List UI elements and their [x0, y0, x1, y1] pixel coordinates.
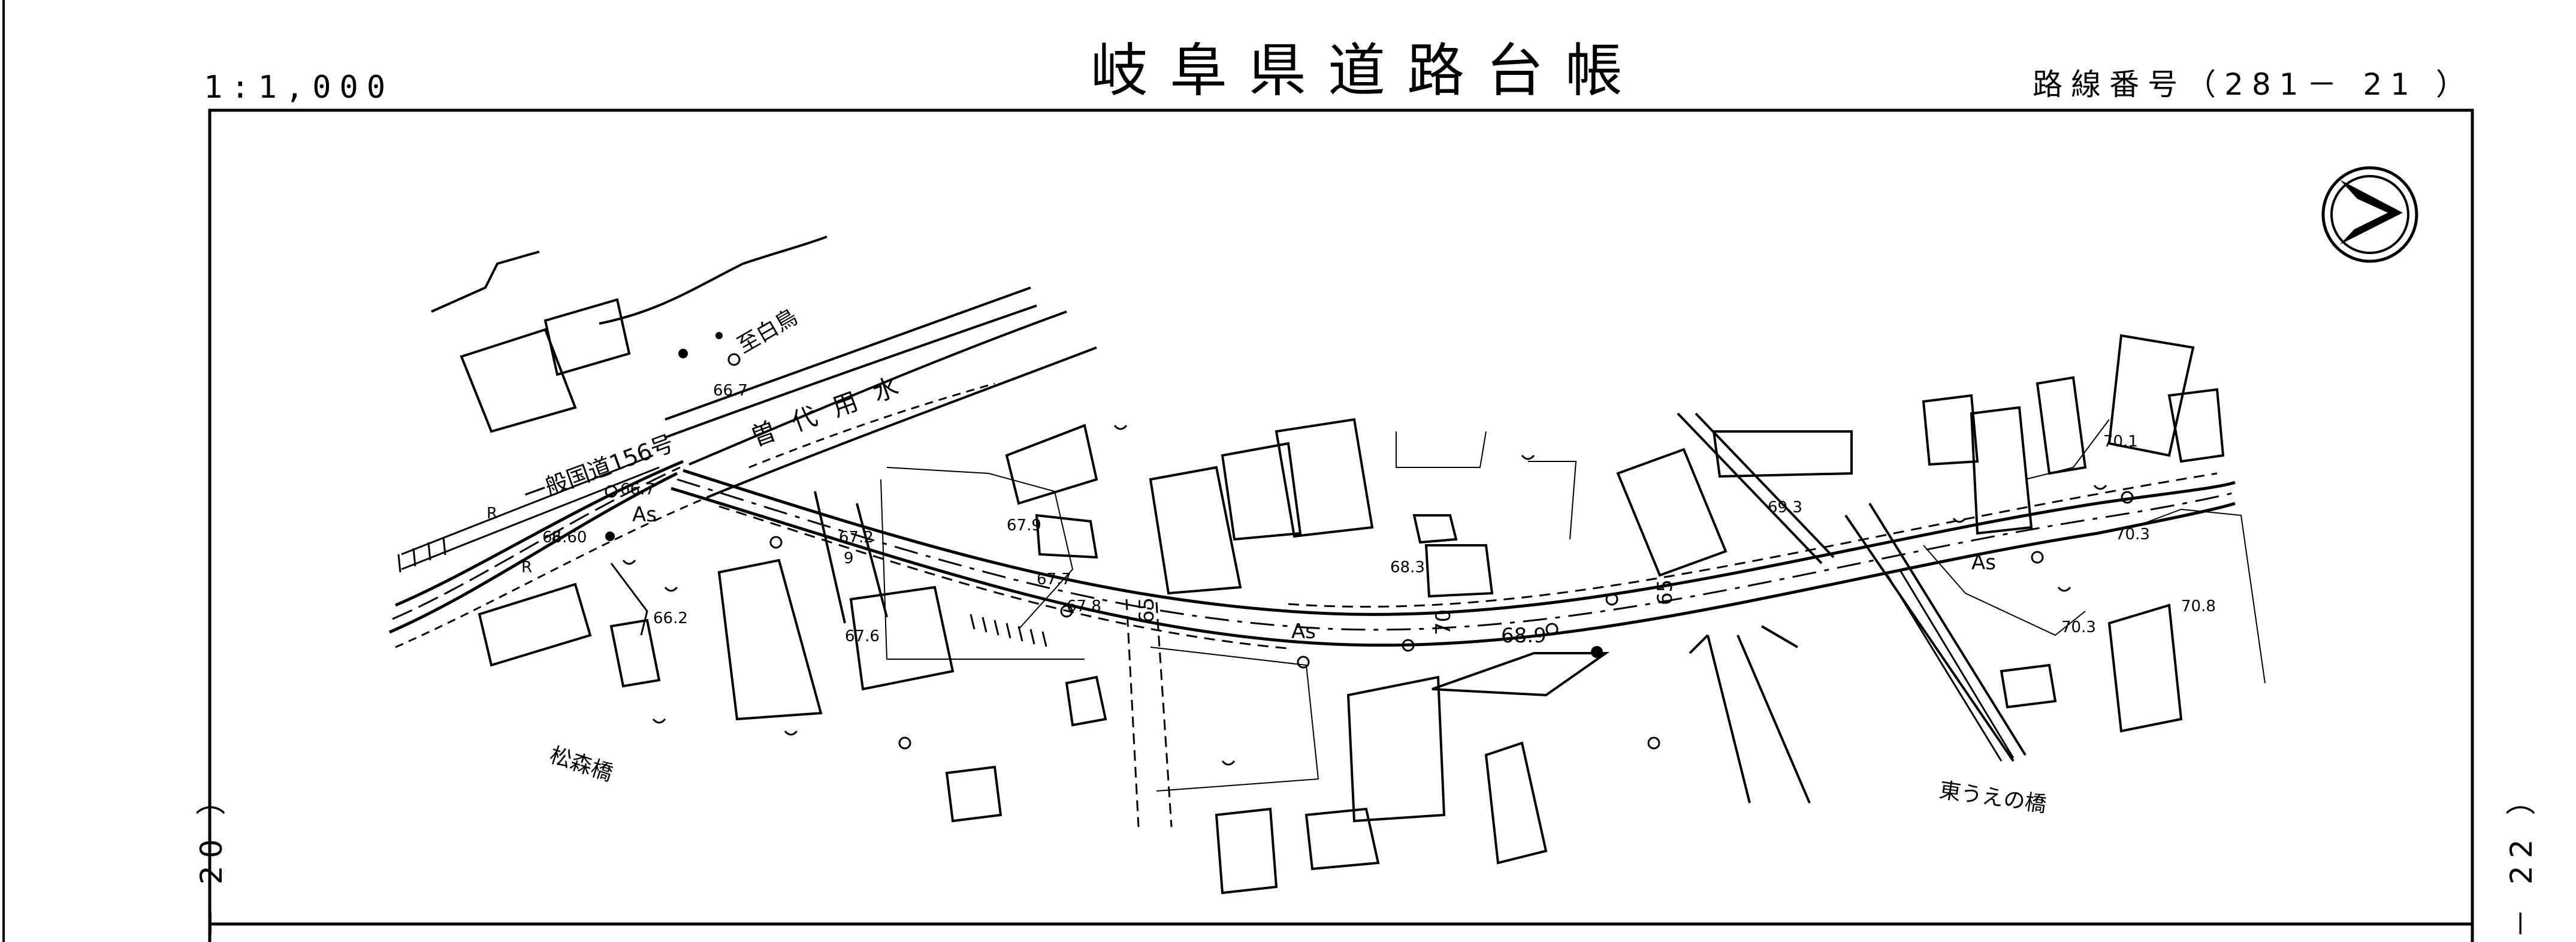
elevation-label: 67.7: [1037, 570, 1071, 588]
elevation-label: 66.7: [620, 481, 655, 499]
destination-label: 至白鳥: [733, 304, 802, 358]
route-number: 路線番号（281－ 21 ）: [2033, 67, 2474, 102]
surface-label: As: [632, 503, 657, 527]
elevation-label: 65: [1135, 597, 1159, 623]
elevation-label: 70.8: [2181, 597, 2216, 615]
map-label: R: [521, 558, 532, 576]
page-title: 岐阜県道路台帳: [1091, 37, 1644, 104]
canal-label: 曽代用水: [747, 366, 919, 452]
map-label: 9: [844, 550, 854, 567]
elevation-label: 67.8: [1067, 597, 1101, 615]
elevation-label: 68.3: [1390, 558, 1425, 576]
elevation-label: 66.2: [653, 609, 688, 627]
bridge-matsumori-label: 松森橋: [546, 743, 615, 786]
elevation-label: 69.3: [1768, 499, 1802, 517]
surface-label: As: [1291, 620, 1316, 644]
elevation-label: 66.7: [713, 382, 748, 400]
elevation-label: 70.3: [2061, 618, 2096, 636]
elevation-label: 67.2: [839, 529, 874, 547]
elevation-label: 67.6: [845, 627, 880, 645]
buildings: [431, 250, 2225, 895]
elevation-label: 70.1: [2103, 433, 2138, 451]
surface-label: As: [1971, 551, 1996, 575]
elevation-label: 66.60: [542, 529, 587, 547]
elevation-label: 68.9: [1501, 624, 1547, 648]
map-symbols: [605, 353, 2134, 766]
elevation-label: 70.3: [2115, 526, 2150, 544]
scale-label: 1:1,000: [204, 70, 394, 105]
map-label: R: [487, 505, 497, 523]
map-frame: [208, 108, 2474, 942]
property-lines: [880, 419, 2266, 792]
bridge-higashiue-label: 東うえの橋: [1938, 778, 2048, 817]
elevation-label: 70: [1432, 609, 1455, 635]
main-road: [389, 236, 2236, 828]
elevation-label: 67.9: [1007, 517, 1041, 535]
map-label: 8: [551, 529, 561, 547]
elevation-label: 65: [1653, 579, 1677, 605]
embankment-hatch: [397, 536, 1047, 647]
survey-points: [605, 332, 1603, 658]
north-arrow-icon: [2321, 166, 2418, 263]
